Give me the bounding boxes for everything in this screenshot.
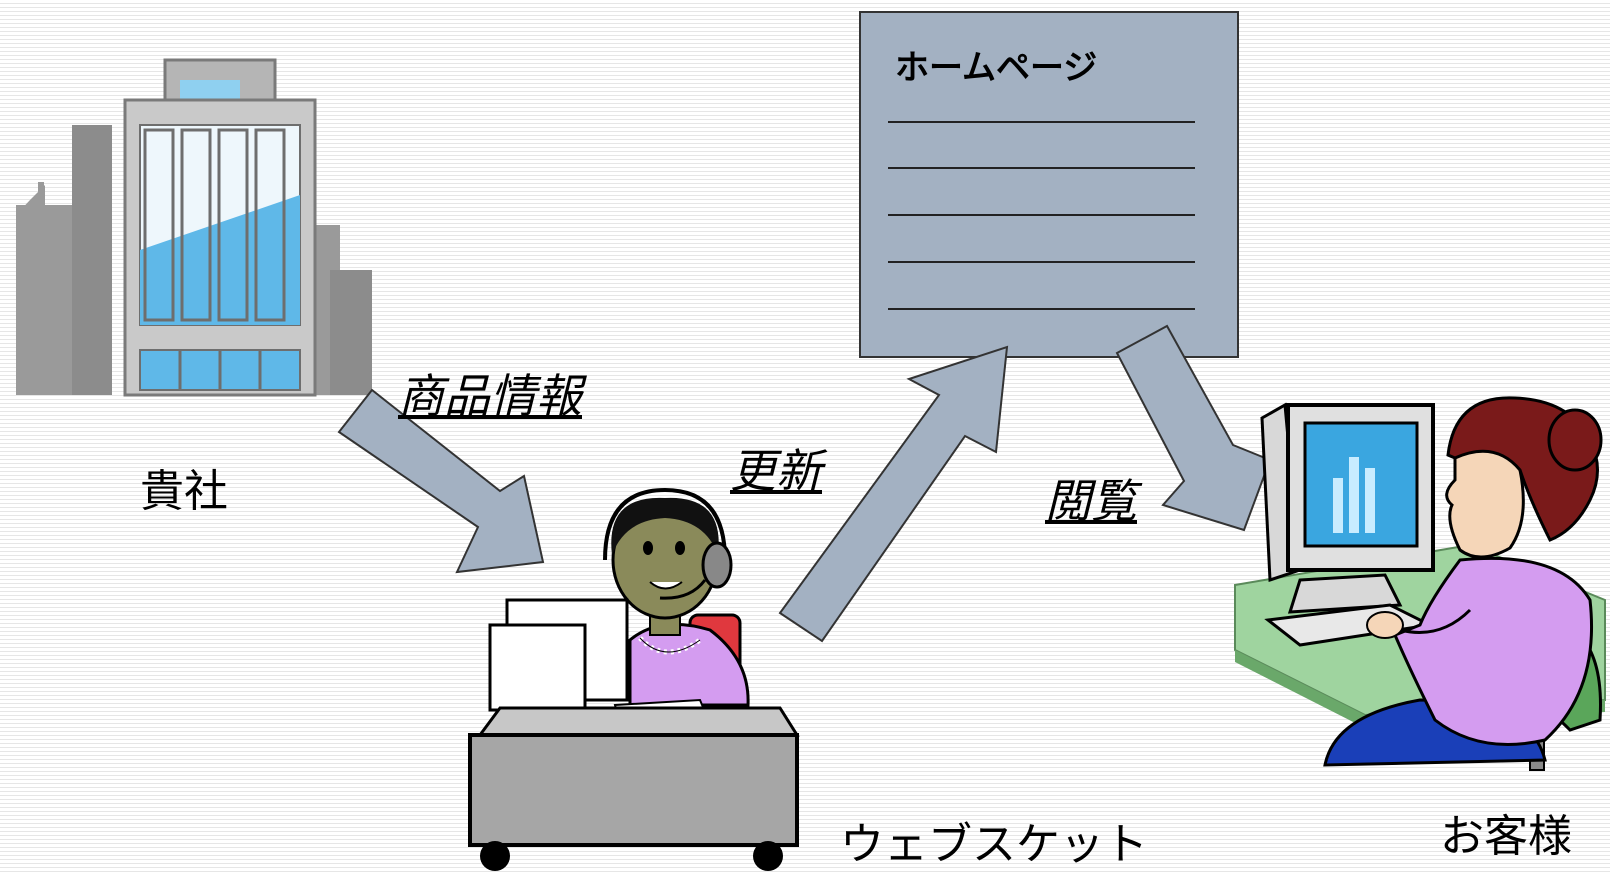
homepage-title: ホームページ bbox=[895, 48, 1098, 88]
homepage-document bbox=[859, 11, 1239, 358]
customer-label: お客様 bbox=[1440, 811, 1572, 862]
customer-at-computer-icon bbox=[1234, 396, 1606, 771]
company-building-icon bbox=[16, 58, 372, 397]
arrow-websket-to-homepage bbox=[778, 345, 1009, 643]
flow-label-browse: 閲覧 bbox=[1045, 474, 1137, 528]
company-label: 貴社 bbox=[140, 466, 228, 517]
operator-at-desk-icon bbox=[468, 487, 800, 871]
flow-label-product-info: 商品情報 bbox=[398, 369, 582, 423]
arrow-company-to-websket bbox=[337, 388, 545, 574]
flow-label-update: 更新 bbox=[730, 444, 822, 498]
arrow-homepage-to-customer bbox=[1115, 324, 1272, 532]
websket-label: ウェブスケット bbox=[840, 819, 1148, 870]
